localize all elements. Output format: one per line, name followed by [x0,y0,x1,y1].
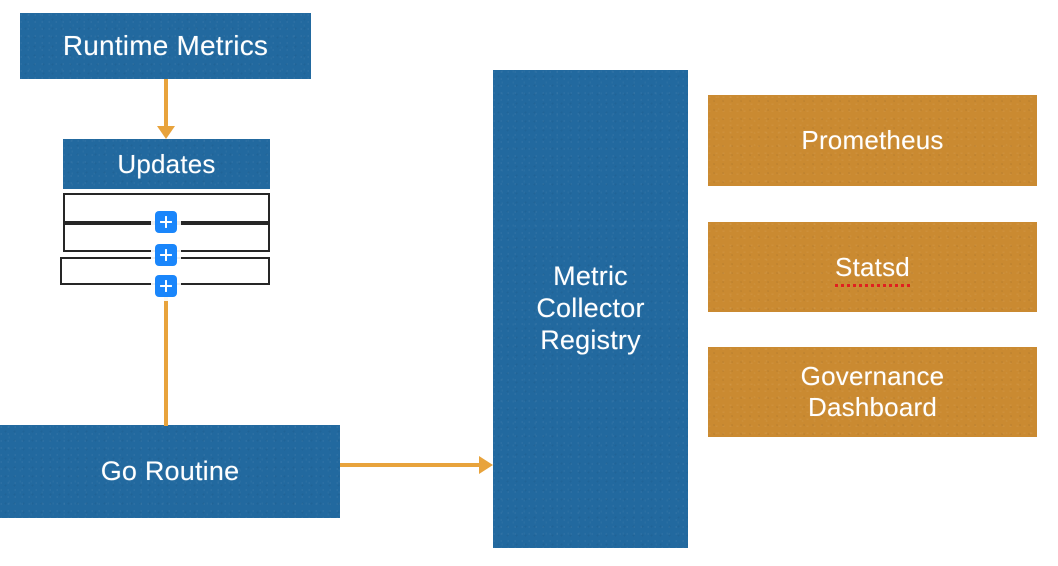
node-updates[interactable]: Updates [63,139,270,189]
node-sink-prometheus-label: Prometheus [801,125,944,156]
node-go-routine-label: Go Routine [100,455,240,486]
node-runtime-metrics-label: Runtime Metrics [62,30,269,62]
node-updates-label: Updates [117,148,216,179]
connector-runtime-metrics-to-updates [164,79,168,127]
node-sink-governance-dashboard[interactable]: Governance Dashboard [708,347,1037,437]
node-metric-collector-registry-label: Metric Collector Registry [536,261,645,355]
add-update-3-icon[interactable] [155,275,177,297]
add-update-2-icon[interactable] [155,244,177,266]
node-sink-prometheus[interactable]: Prometheus [708,95,1037,186]
node-metric-collector-registry[interactable]: Metric Collector Registry [493,70,688,548]
node-sink-statsd-label: Statsd [835,251,910,287]
connector-updates-to-go-routine [164,292,168,426]
node-sink-statsd[interactable]: Statsd [708,222,1037,312]
add-update-1-icon[interactable] [155,211,177,233]
arrowhead-go-routine-to-registry [479,456,493,474]
connector-go-routine-to-registry [340,463,480,467]
node-sink-governance-dashboard-label: Governance Dashboard [800,361,945,422]
arrowhead-runtime-metrics-to-updates [157,126,175,139]
node-go-routine[interactable]: Go Routine [0,425,340,518]
node-runtime-metrics[interactable]: Runtime Metrics [20,13,311,79]
